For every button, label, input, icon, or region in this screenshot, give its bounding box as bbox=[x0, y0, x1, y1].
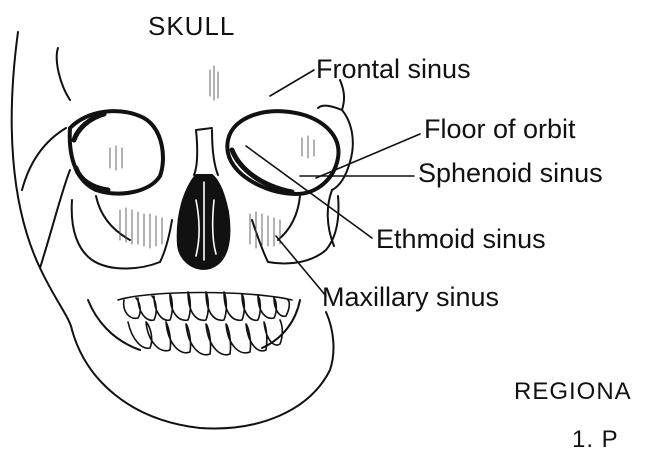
label-maxillary-sinus: Maxillary sinus bbox=[322, 284, 499, 311]
lower-teeth bbox=[128, 320, 282, 355]
label-frontal-sinus: Frontal sinus bbox=[316, 56, 471, 83]
label-ethmoid-sinus: Ethmoid sinus bbox=[376, 226, 546, 253]
label-floor-of-orbit: Floor of orbit bbox=[424, 116, 576, 143]
left-orbit-shade bbox=[74, 114, 108, 190]
diagram-title: SKULL bbox=[148, 13, 235, 39]
right-orbit bbox=[227, 111, 338, 194]
zygomatic-left bbox=[72, 196, 172, 269]
label-sphenoid-sinus: Sphenoid sinus bbox=[418, 160, 603, 187]
list-item-1: 1. P bbox=[572, 428, 619, 452]
section-heading: REGIONA bbox=[514, 380, 632, 404]
zygomatic-right bbox=[252, 196, 339, 264]
nasal-bridge bbox=[194, 128, 218, 175]
mandible bbox=[72, 300, 333, 428]
upper-teeth bbox=[118, 292, 292, 320]
